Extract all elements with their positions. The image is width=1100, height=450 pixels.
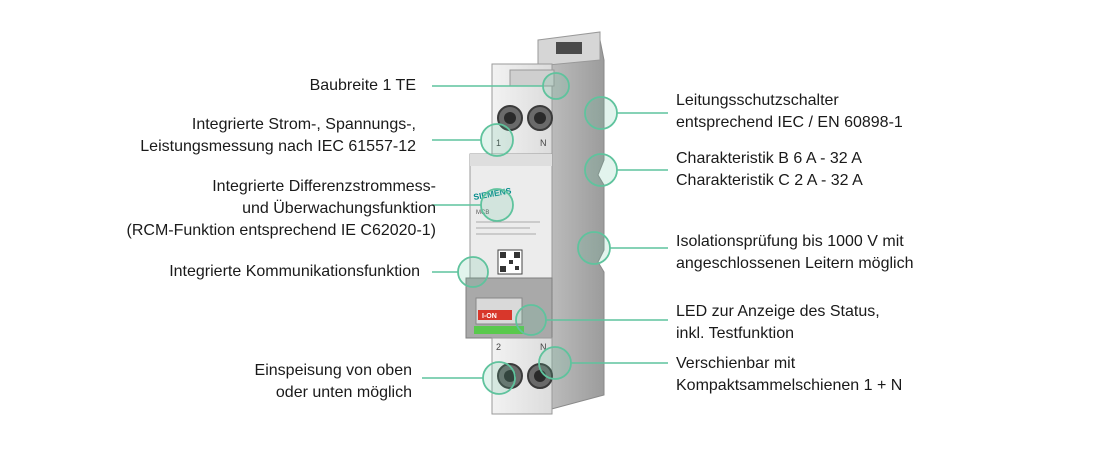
svg-text:I-ON: I-ON: [482, 313, 497, 320]
marker-rcm: [480, 188, 514, 222]
callout-led: LED zur Anzeige des Status, inkl. Testfu…: [676, 303, 880, 342]
clip-slot: [556, 42, 582, 54]
callout-messung: Integrierte Strom-, Spannungs-, Leistung…: [140, 116, 416, 155]
callout-kommunikation: Integrierte Kommunikationsfunktion: [169, 263, 420, 280]
callout-lines-right: [545, 112, 668, 364]
callout-rcm: Integrierte Differenzstrommess- und Über…: [126, 178, 436, 239]
callout-baubreite: Baubreite 1 TE: [309, 77, 416, 94]
callout-markers: [457, 72, 618, 395]
callout-verschienbar: Verschienbar mit Kompaktsammelschienen 1…: [676, 355, 903, 394]
marker-baubreite: [542, 72, 570, 100]
device-side-panel: [547, 39, 605, 411]
callout-charakteristik: Charakteristik B 6 A - 32 A Charakterist…: [676, 150, 863, 189]
marker-einspeisung: [482, 361, 516, 395]
marker-leitungsschutz: [584, 96, 618, 130]
terminal-label-n-bottom: N: [540, 342, 547, 352]
marker-charakteristik: [584, 153, 618, 187]
qr-code: [497, 249, 523, 275]
callout-lines-left: [422, 85, 543, 379]
terminal-label-2: 2: [496, 342, 501, 352]
callout-leitungsschutz: Leitungsschutzschalter entsprechend IEC …: [676, 92, 903, 131]
marker-kommunikation: [457, 256, 489, 288]
terminal-label-1: 1: [496, 138, 501, 148]
switch-on-indicator: [478, 310, 512, 320]
marker-messung: [480, 123, 514, 157]
callout-einspeisung: Einspeisung von oben oder unten möglich: [254, 362, 412, 401]
marker-verschienbar: [538, 346, 572, 380]
terminal-label-n-top: N: [540, 138, 547, 148]
callout-isolation: Isolationsprüfung bis 1000 V mit angesch…: [676, 233, 914, 272]
status-led-bar: [474, 326, 524, 334]
marker-led: [515, 304, 547, 336]
marker-isolation: [577, 231, 611, 265]
